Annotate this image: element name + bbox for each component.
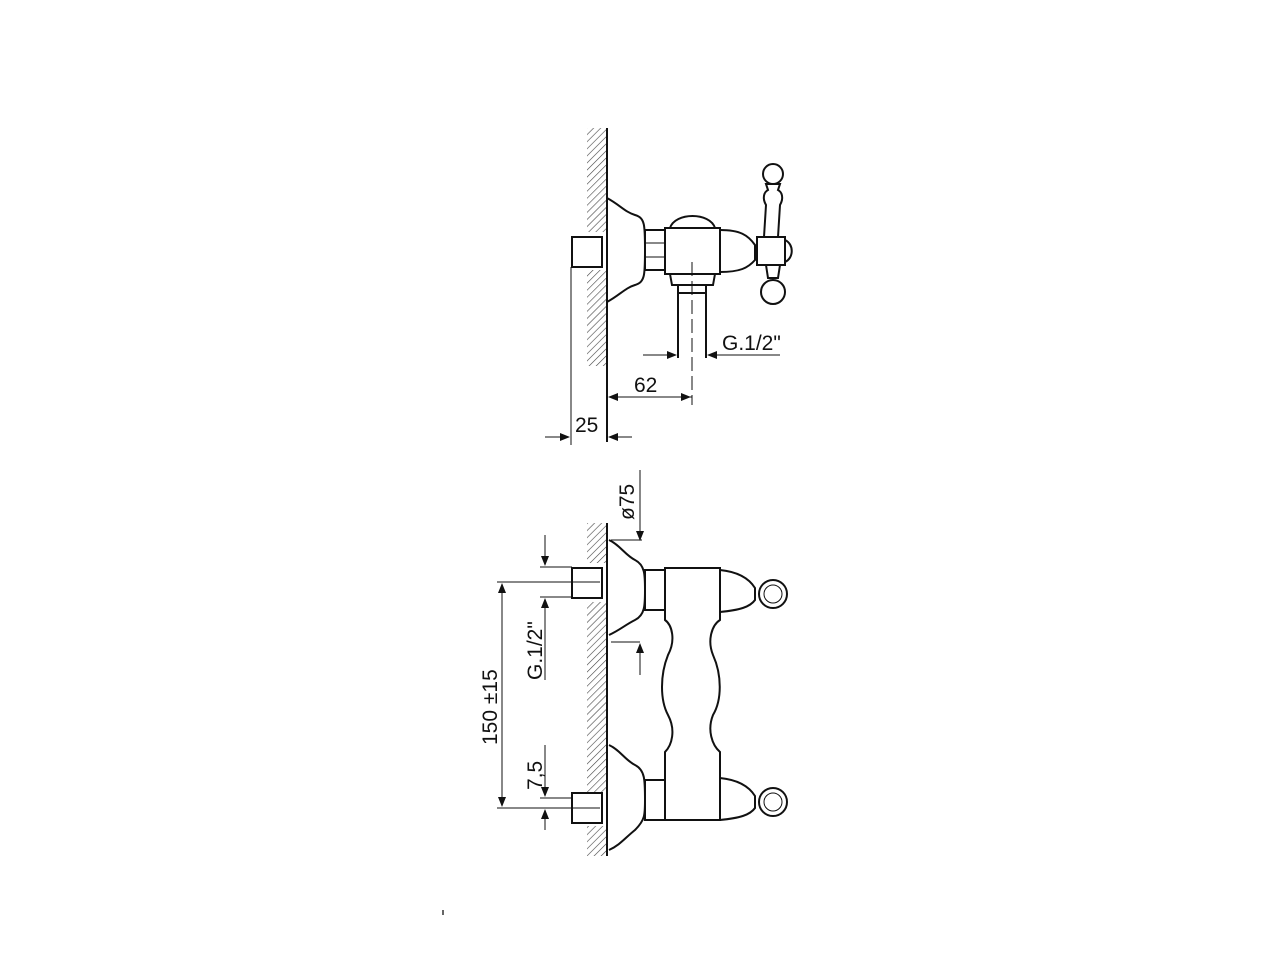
wall-fitting-top bbox=[571, 567, 603, 599]
mixer-body bbox=[661, 567, 721, 821]
nut-bottom bbox=[644, 779, 666, 821]
wall-hatch bbox=[587, 270, 607, 366]
dim-offset: 7,5 bbox=[524, 761, 547, 790]
handle-knob-bottom bbox=[760, 279, 786, 305]
body-dome bbox=[669, 215, 716, 229]
dim-wall-offset: 25 bbox=[575, 414, 598, 437]
wall-fitting bbox=[571, 236, 603, 268]
side-view: G.1/2" 62 25 bbox=[545, 128, 793, 445]
nut bbox=[644, 229, 666, 271]
dim-outlet-thread: G.1/2" bbox=[722, 332, 781, 355]
wall-hatch bbox=[587, 128, 607, 232]
bonnet-bottom bbox=[719, 777, 756, 821]
rosette bbox=[606, 197, 646, 303]
rosette-bottom bbox=[608, 744, 646, 851]
handle-lever-bottom bbox=[765, 264, 781, 279]
dim-outlet-distance: 62 bbox=[634, 374, 657, 397]
wall-hatch bbox=[587, 826, 607, 856]
handle-cap bbox=[784, 239, 793, 263]
dim-rosette-diameter: ø75 bbox=[616, 484, 639, 520]
bonnet-top bbox=[719, 569, 756, 613]
bonnet bbox=[719, 229, 756, 273]
rosette-top bbox=[608, 539, 646, 636]
wall-hatch bbox=[587, 523, 607, 563]
dim-inlet-thread: G.1/2" bbox=[524, 621, 547, 680]
handle-bottom bbox=[758, 787, 788, 817]
front-view: ø75 150 ±15 G.1/2" 7,5 bbox=[479, 470, 788, 856]
handle-hub bbox=[756, 236, 786, 266]
nut-top bbox=[644, 569, 666, 611]
dim-inlet-spacing: 150 ±15 bbox=[479, 669, 502, 745]
valve-body bbox=[664, 227, 721, 275]
wall-hatch bbox=[587, 602, 607, 792]
handle-top bbox=[758, 579, 788, 609]
handle-lever-top bbox=[762, 183, 784, 238]
handle-knob-top bbox=[762, 163, 784, 185]
